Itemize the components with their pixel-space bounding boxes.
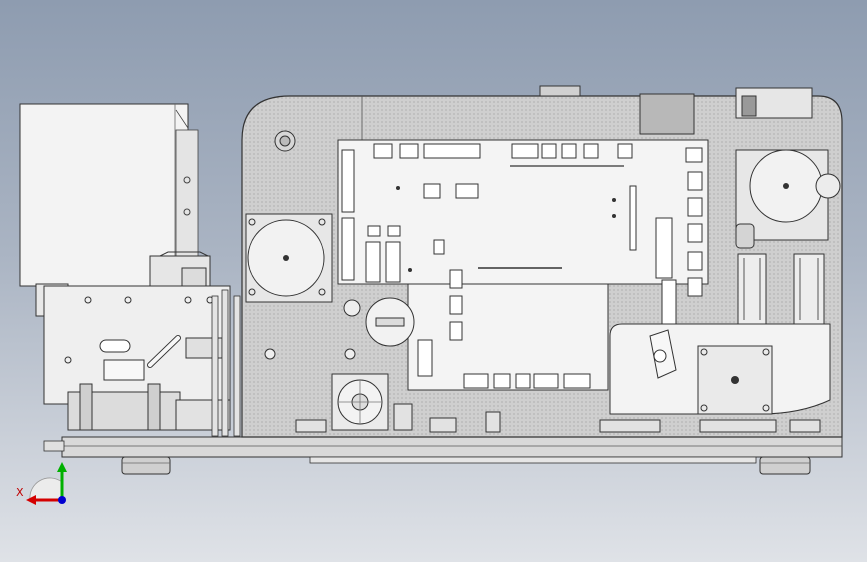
motor-right <box>735 149 841 249</box>
x-axis-label: X <box>16 486 24 499</box>
x-axis-arrow-head <box>26 495 36 505</box>
circuit-board <box>337 139 709 391</box>
right-rails <box>737 253 825 325</box>
z-axis-dot <box>58 496 66 504</box>
y-axis-arrow-head <box>57 462 67 472</box>
coordinate-triad[interactable]: X <box>16 462 67 505</box>
bottom-details <box>295 403 821 433</box>
drive-wheel <box>365 297 415 347</box>
stepper-assembly <box>609 323 831 415</box>
cooling-fan <box>331 373 389 431</box>
foot-left <box>121 456 171 475</box>
base-plate <box>43 436 843 464</box>
foot-right <box>759 456 811 475</box>
motor-left <box>245 213 333 303</box>
vertical-rods <box>211 289 241 437</box>
left-mechanism <box>35 251 231 431</box>
